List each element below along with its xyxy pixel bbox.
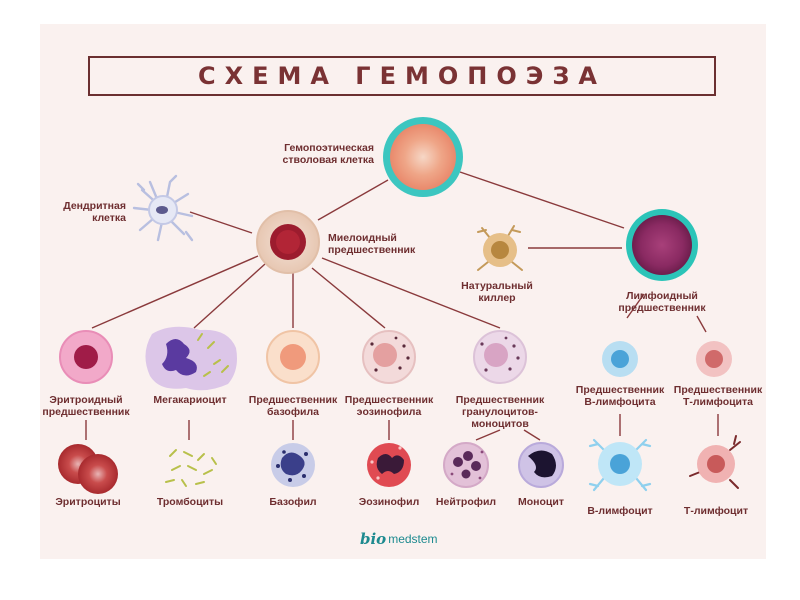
line-lymphoid-t <box>696 315 707 333</box>
b-lymphocyte-precursor <box>602 341 638 377</box>
line-stem-myeloid <box>317 179 389 221</box>
logo-brand-bio: bio <box>360 530 387 548</box>
t-lymphocyte-label: Т-лимфоцит <box>683 505 749 517</box>
line-stem-lymphoid <box>459 171 625 229</box>
platelets-label: Тромбоциты <box>156 496 224 508</box>
diagram-title: СХЕМА ГЕМОПОЭЗА <box>197 62 607 90</box>
monocyte-label: Моноцит <box>518 496 564 508</box>
line-myeloid-megakaryocyte <box>193 263 266 329</box>
erythrocytes-label: Эритроциты <box>55 496 121 508</box>
basophil-precursor-label: Предшественник базофила <box>248 394 338 418</box>
nk-label: Натуральный киллер <box>461 280 533 304</box>
line-lymphoid-b <box>626 293 645 319</box>
neutrophil <box>443 442 489 488</box>
b-precursor-label: Предшественник В-лимфоцита <box>575 384 665 408</box>
logo-brand-medstem: medstem <box>388 532 438 546</box>
t-lymphocyte-precursor <box>696 341 732 377</box>
myeloid-label: Миелоидный предшественник <box>328 232 416 256</box>
line-myeloid-dendritic <box>189 211 253 234</box>
platelets <box>165 449 217 487</box>
erythroid-precursor <box>59 330 113 384</box>
line-gm-monocyte <box>523 429 541 441</box>
basophil-precursor <box>266 330 320 384</box>
b-lymphocyte-label: В-лимфоцит <box>587 505 653 517</box>
erythrocytes <box>58 444 118 494</box>
monocyte <box>518 442 564 488</box>
line-myeloid-eosinophil <box>311 267 386 329</box>
eosinophil <box>367 443 411 487</box>
stem-cell-label: Гемопоэтическая стволовая клетка <box>282 142 374 166</box>
b-lymphocyte <box>588 438 652 492</box>
erythroid-precursor-label: Эритроидный предшественник <box>42 394 130 418</box>
line-myeloid-granulo <box>321 257 501 329</box>
dendritic-label: Дендритная клетка <box>63 200 126 224</box>
connector-lines <box>85 171 719 441</box>
megakaryocyte <box>145 326 237 391</box>
dendritic-cell <box>132 174 194 242</box>
lymphoid-progenitor <box>626 209 698 281</box>
eosinophil-precursor <box>362 330 416 384</box>
basophil <box>271 443 315 487</box>
myeloid-progenitor <box>256 210 320 274</box>
megakaryocyte-label: Мегакариоцит <box>153 394 227 406</box>
title-frame: СХЕМА ГЕМОПОЭЗА <box>88 56 716 96</box>
granulocyte-monocyte-precursor <box>473 330 527 384</box>
t-precursor-label: Предшественник Т-лимфоцита <box>673 384 763 408</box>
basophil-label: Базофил <box>269 496 317 508</box>
biomedstem-logo: bio medstem <box>360 530 438 548</box>
eosinophil-precursor-label: Предшественник эозинофила <box>344 394 434 418</box>
lymphoid-label: Лимфоидный предшественник <box>618 290 706 314</box>
line-gm-neutrophil <box>475 429 501 441</box>
stem-cell <box>383 117 463 197</box>
t-lymphocyte <box>689 435 741 489</box>
line-myeloid-erythroid <box>91 255 259 329</box>
granulocyte-monocyte-precursor-label: Предшественник гранулоцитов- моноцитов <box>455 394 545 430</box>
neutrophil-label: Нейтрофил <box>435 496 497 508</box>
eosinophil-label: Эозинофил <box>358 496 420 508</box>
natural-killer-cell <box>477 225 523 271</box>
